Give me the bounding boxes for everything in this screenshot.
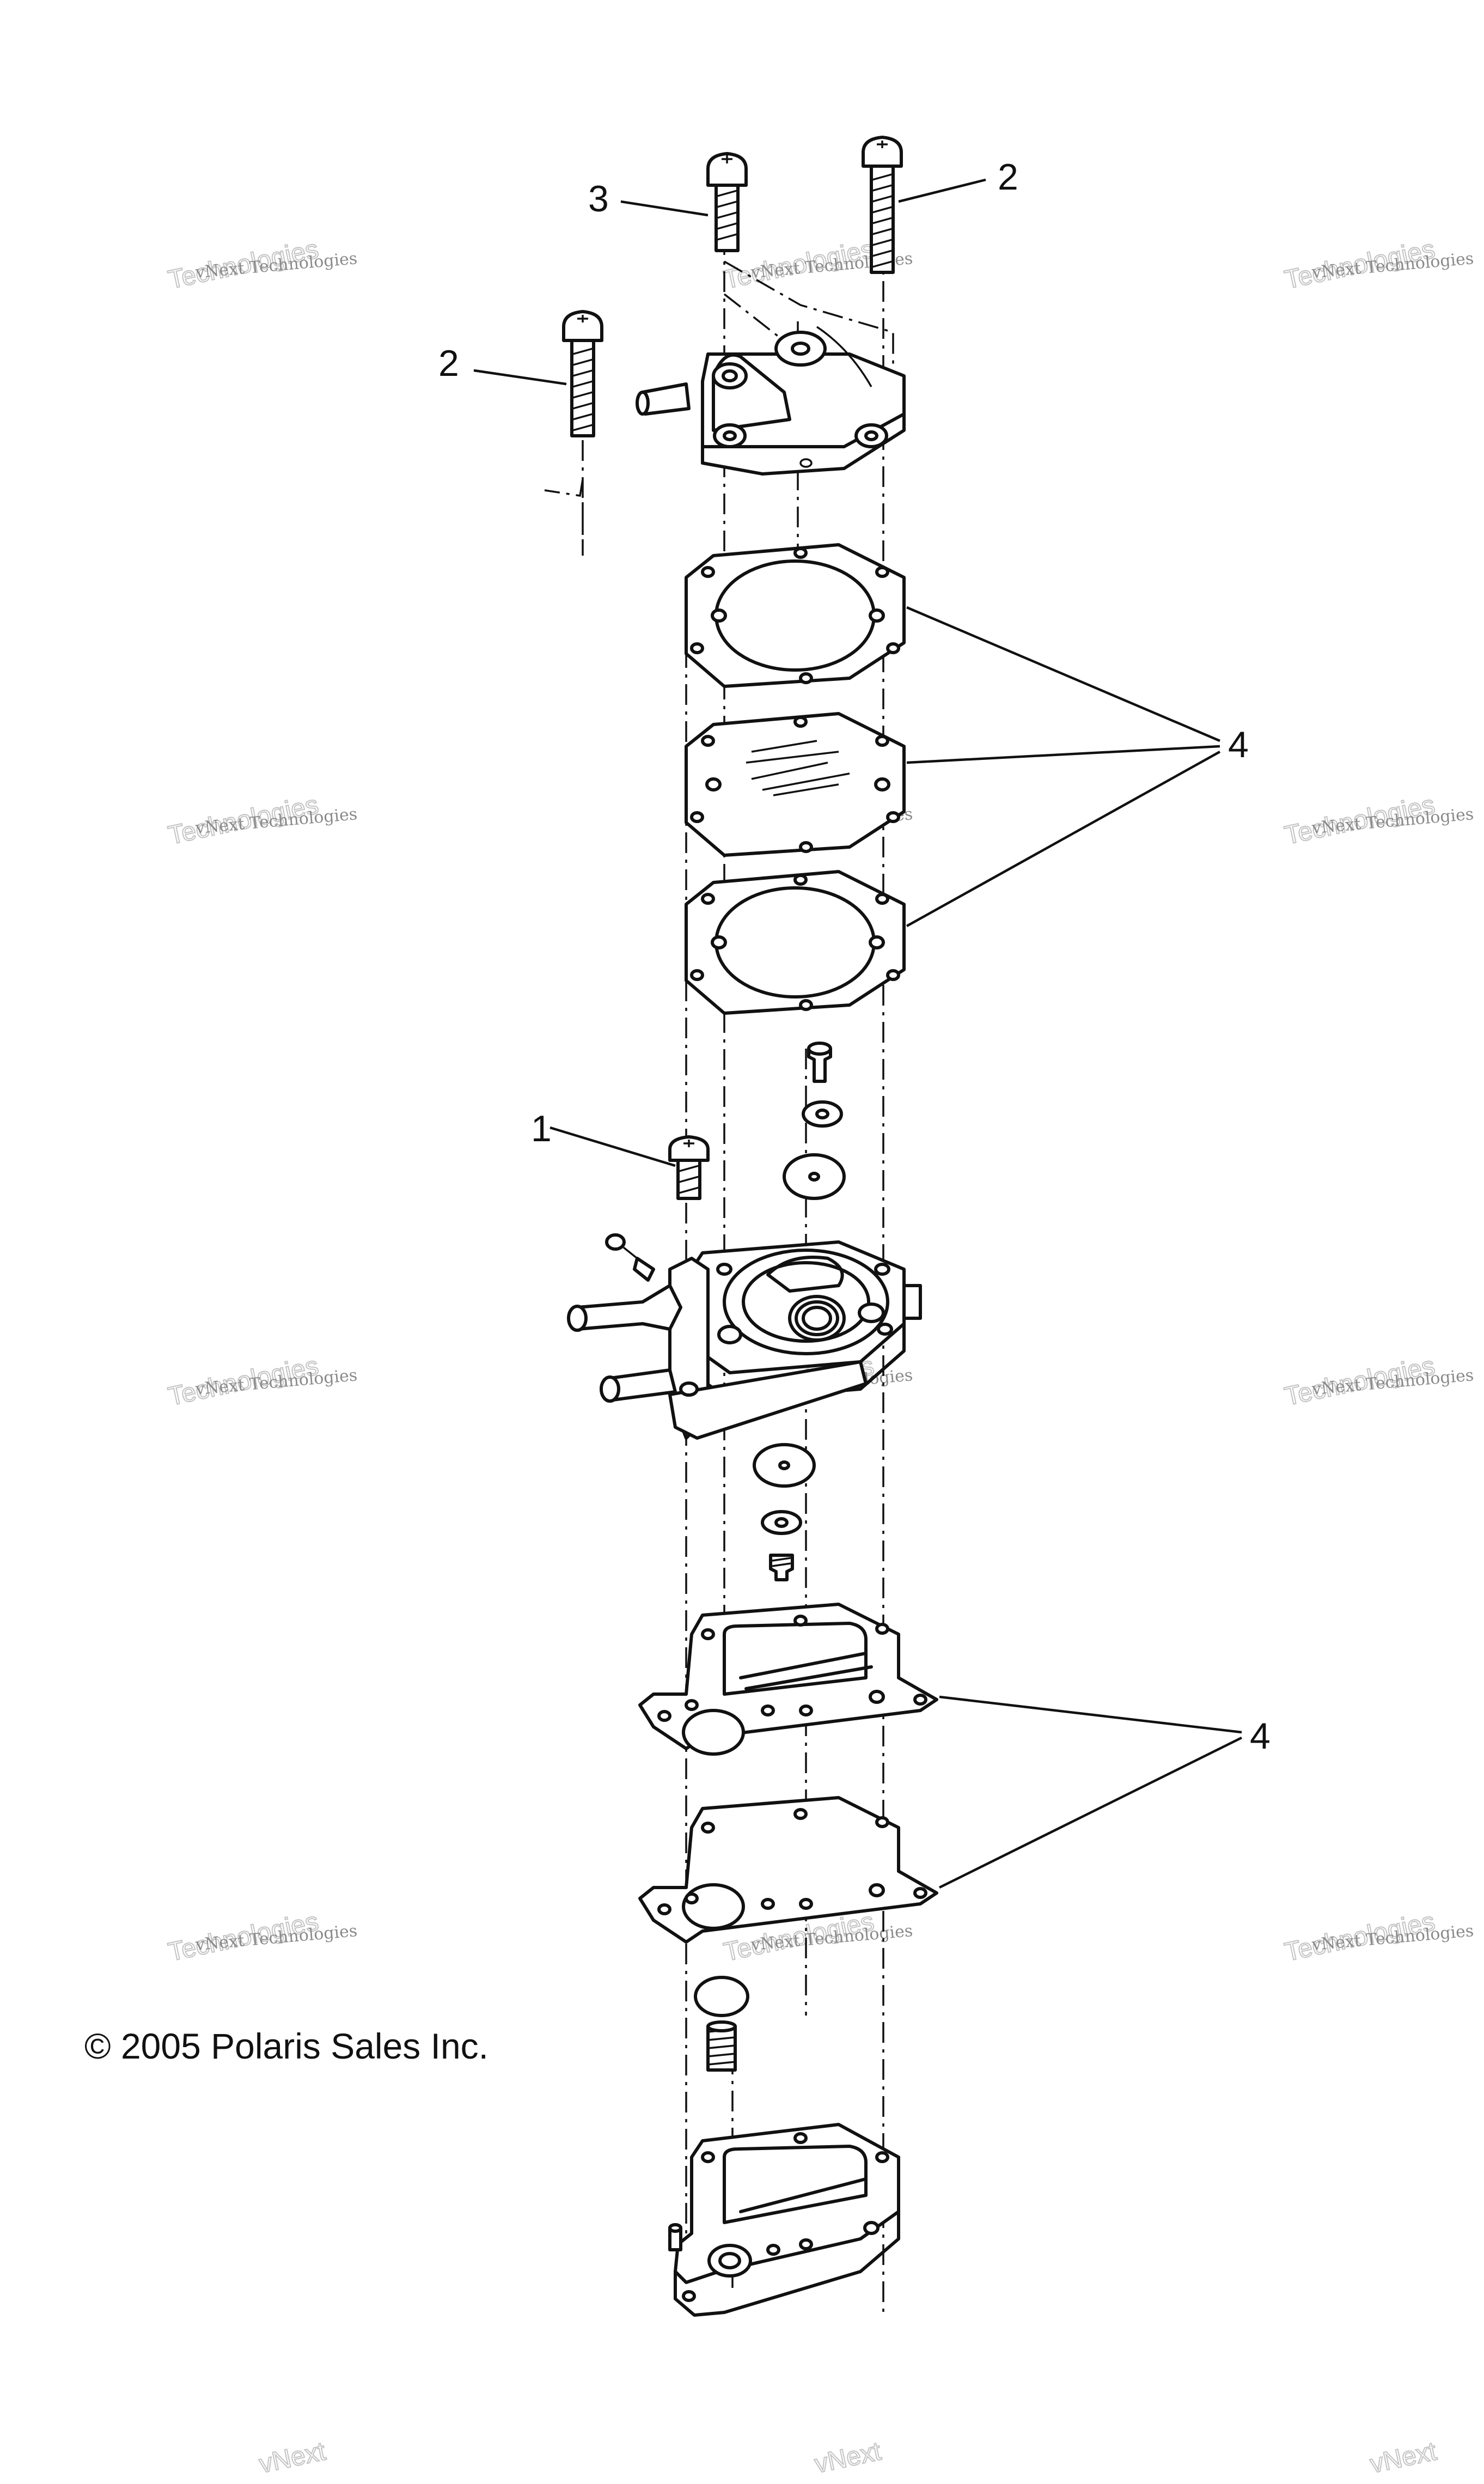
- callout-3: 3: [588, 178, 609, 220]
- pump-top-cover: [636, 326, 906, 476]
- svg-text:vNext: vNext: [257, 2437, 328, 2479]
- callout-2-top: 2: [998, 156, 1018, 198]
- watermark: Technologies vNext Technologies: [165, 790, 358, 851]
- check-valve-gasket-lower: [638, 1796, 938, 1944]
- callout-4-lower: 4: [1250, 1715, 1271, 1757]
- callout-1: 1: [531, 1108, 552, 1149]
- copyright-notice: © 2005 Polaris Sales Inc.: [84, 2026, 489, 2066]
- watermark: vNext: [256, 2436, 328, 2479]
- check-valve-gasket-upper: [638, 1603, 938, 1756]
- gasket-ring-upper: [685, 543, 906, 688]
- valve-screw-upper: [783, 1042, 846, 1200]
- screw-item-2-top: [862, 136, 903, 274]
- screw-item-2-left: [562, 310, 603, 437]
- gasket-ring-lower: [685, 870, 906, 1015]
- screw-item-3: [706, 152, 748, 252]
- callouts: 3 2 2 4 1 4: [438, 156, 1271, 1757]
- callout-4-upper: 4: [1228, 724, 1249, 765]
- pump-body: [567, 1233, 922, 1440]
- leader-lines: [473, 178, 1242, 1889]
- watermark: Technologies vNext Technologies: [1281, 1351, 1474, 1412]
- watermark: Technologies vNext Technologies: [165, 1351, 358, 1412]
- svg-text:vNext: vNext: [1367, 2437, 1439, 2479]
- watermark: Technologies vNext Technologies: [1281, 790, 1474, 851]
- valve-screw-lower: [753, 1443, 816, 1581]
- watermark: Technologies vNext Technologies: [165, 1907, 358, 1968]
- watermark: vNext: [1367, 2436, 1439, 2479]
- watermark: Technologies vNext Technologies: [1281, 1907, 1474, 1968]
- check-valve-cap-spring: [694, 1976, 749, 2072]
- watermark: Technologies vNext Technologies: [165, 234, 358, 295]
- watermark: Technologies vNext Technologies: [1281, 234, 1474, 295]
- svg-text:vNext: vNext: [812, 2437, 883, 2479]
- diaphragm: [685, 712, 906, 857]
- watermark: vNext: [811, 2436, 884, 2479]
- callout-2-left: 2: [438, 343, 459, 384]
- screw-item-1: [668, 1135, 710, 1200]
- pump-base-plate: [668, 2123, 900, 2317]
